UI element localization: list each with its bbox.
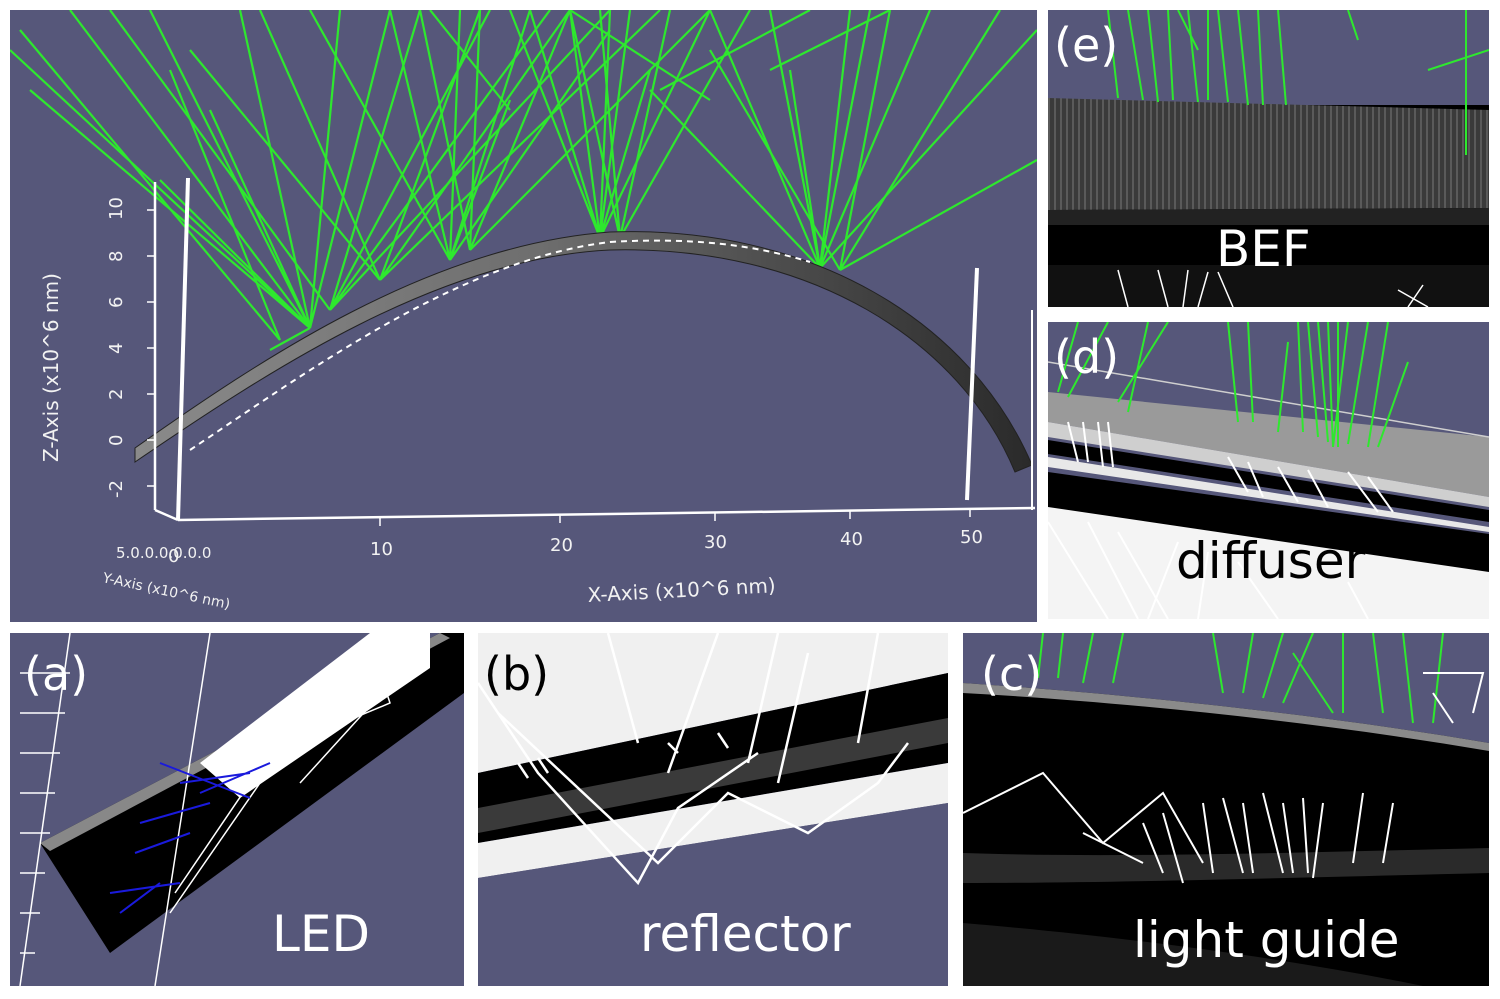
z-tick-label: 8 [106,251,127,262]
panel-label-e: (e) [1054,18,1119,72]
main-plot-svg: 10 8 6 4 2 0 -2 Z-Axis (x10^6 nm) 0 10 2… [10,10,1037,613]
green-rays [10,10,1037,351]
bef-svg [1048,10,1489,307]
x-tick-label: 0 [168,546,179,567]
x-tick-label: 20 [550,535,573,556]
z-tick-label: 10 [106,197,127,220]
z-axis-title: Z-Axis (x10^6 nm) [39,273,63,462]
main-3d-plot: 10 8 6 4 2 0 -2 Z-Axis (x10^6 nm) 0 10 2… [10,10,1037,622]
reflector-svg [478,633,948,986]
diffuser-svg [1048,322,1489,619]
x-tick-marks [379,509,971,526]
panel-e-bef: (e) BEF [1048,10,1489,307]
z-tick-label: 2 [106,389,127,400]
panel-label-a: (a) [24,647,89,701]
z-tick-label: -2 [106,480,127,498]
light-guide-svg [963,633,1489,986]
x-axis-title: X-Axis (x10^6 nm) [587,573,776,607]
x-tick-label: 50 [960,527,983,548]
z-tick-label: 6 [106,297,127,308]
led-svg [19,633,464,986]
panel-label-c: (c) [981,647,1043,701]
caption-reflector: reflector [640,905,851,963]
panel-d-diffuser: (d) diffuser [1048,322,1489,619]
x-tick-label: 30 [704,532,727,553]
caption-diffuser: diffuser [1176,532,1366,590]
x-tick-label: 40 [840,529,863,550]
z-tick-label: 4 [106,343,127,354]
caption-bef: BEF [1216,220,1311,278]
z-tick-label: 0 [106,435,127,446]
z-tick-marks [147,209,155,487]
x-tick-label: 10 [370,539,393,560]
panel-a-led: (a) LED [10,633,464,986]
panel-b-reflector: (b) reflector [478,633,948,986]
axes-frame [153,177,1036,522]
y-axis-title: Y-Axis (x10^6 nm) [100,570,231,613]
panel-c-light-guide: (c) light guide [963,633,1489,986]
curved-backlight-stack [134,231,1033,473]
panel-label-b: (b) [484,647,550,701]
panel-label-d: (d) [1054,330,1120,384]
y-tick-labels: 5.0.0.0.0.0.0 [116,544,211,562]
caption-led: LED [272,905,370,963]
caption-light-guide: light guide [1133,911,1400,969]
